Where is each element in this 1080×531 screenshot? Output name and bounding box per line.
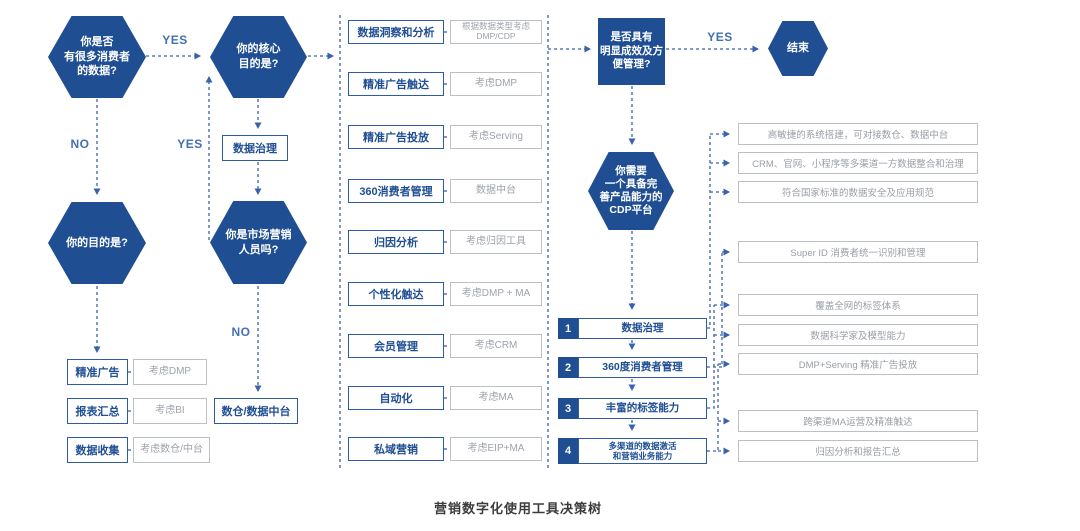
tool-attribution-box: 考虑归因工具 [450, 230, 542, 254]
outcome-data-collection-box: 数据收集 [67, 437, 128, 463]
option-360-consumer-box: 360消费者管理 [348, 179, 444, 203]
outcome-report-summary-box: 报表汇总 [67, 398, 128, 424]
note-consider-bi-box: 考虑BI [133, 398, 207, 424]
option-private-domain-box: 私域营销 [348, 437, 444, 461]
option-attribution-analysis-box: 归因分析 [348, 230, 444, 254]
capability-dmp-serving-box: DMP+Serving 精准广告投放 [738, 353, 978, 375]
option-member-management-box: 会员管理 [348, 334, 444, 358]
decision-are-you-marketer-hexagon: 你是市场营销 人员吗? [210, 201, 307, 284]
step-row-1: 1 数据治理 [558, 318, 707, 339]
data-governance-box: 数据治理 [222, 135, 288, 161]
option-automation-box: 自动化 [348, 386, 444, 410]
tool-serving-box: 考虑Serving [450, 125, 542, 149]
decision-have-consumer-data-hexagon: 你是否 有很多消费者 的数据? [48, 16, 146, 98]
edge-label-yes-top: YES [162, 33, 188, 47]
capability-agile-system-box: 高敏捷的系统搭建，可对接数仓、数据中台 [738, 123, 978, 145]
step-number-2: 2 [558, 357, 578, 378]
capability-super-id-box: Super ID 消费者统一识别和管理 [738, 241, 978, 263]
step-label-data-governance: 数据治理 [578, 318, 707, 339]
capability-tag-system-box: 覆盖全网的标签体系 [738, 294, 978, 316]
decision-your-purpose-hexagon: 你的目的是? [48, 202, 146, 284]
capability-attribution-report-box: 归因分析和报告汇总 [738, 440, 978, 462]
option-data-insight-box: 数据洞察和分析 [348, 20, 444, 44]
capability-national-standard-box: 符合国家标准的数据安全及应用规范 [738, 181, 978, 203]
outcome-data-warehouse-box: 数仓/数据中台 [214, 398, 298, 424]
cdp-platform-hexagon: 你需要 一个具备完 善产品能力的 CDP平台 [588, 152, 674, 230]
edge-label-no-mid: NO [231, 325, 251, 339]
capability-data-scientist-box: 数据科学家及模型能力 [738, 324, 978, 346]
tool-data-platform-box: 数据中台 [450, 179, 542, 203]
option-personalized-reach-box: 个性化触达 [348, 282, 444, 306]
option-precision-ad-serving-box: 精准广告投放 [348, 125, 444, 149]
step-row-2: 2 360度消费者管理 [558, 357, 707, 378]
decision-effective-square: 是否具有 明显成效及方 便管理? [598, 18, 665, 85]
note-consider-warehouse-box: 考虑数仓/中台 [133, 437, 210, 463]
step-label-360-consumer: 360度消费者管理 [578, 357, 707, 378]
edge-label-no-left: NO [70, 137, 90, 151]
tool-crm-box: 考虑CRM [450, 334, 542, 358]
step-row-4: 4 多渠道的数据激活 和营销业务能力 [558, 438, 707, 464]
capability-crosschannel-ma-box: 跨渠道MA运营及精准触达 [738, 410, 978, 432]
step-number-1: 1 [558, 318, 578, 339]
edge-label-yes-mid: YES [177, 137, 203, 151]
outcome-precision-ads-box: 精准广告 [67, 359, 128, 385]
tool-dmp-cdp-box: 根据数据类型考虑 DMP/CDP [450, 20, 542, 44]
step-label-rich-tags: 丰富的标签能力 [578, 398, 707, 419]
diagram-title: 营销数字化使用工具决策树 [433, 501, 602, 516]
option-precision-ad-reach-box: 精准广告触达 [348, 72, 444, 96]
decision-core-purpose-hexagon: 你的核心 目的是? [210, 16, 307, 98]
edge-label-yes-right: YES [707, 30, 733, 44]
step-number-3: 3 [558, 398, 578, 419]
tool-ma-box: 考虑MA [450, 386, 542, 410]
note-consider-dmp-box: 考虑DMP [133, 359, 207, 385]
tool-dmp-box: 考虑DMP [450, 72, 542, 96]
capability-crm-multichannel-box: CRM、官网、小程序等多渠道一方数据整合和治理 [738, 152, 978, 174]
end-hexagon: 结束 [768, 21, 828, 76]
tool-dmp-ma-box: 考虑DMP + MA [450, 282, 542, 306]
step-label-multichannel-activation: 多渠道的数据激活 和营销业务能力 [578, 438, 707, 464]
tool-eip-ma-box: 考虑EIP+MA [450, 437, 542, 461]
step-number-4: 4 [558, 438, 578, 464]
step-row-3: 3 丰富的标签能力 [558, 398, 707, 419]
